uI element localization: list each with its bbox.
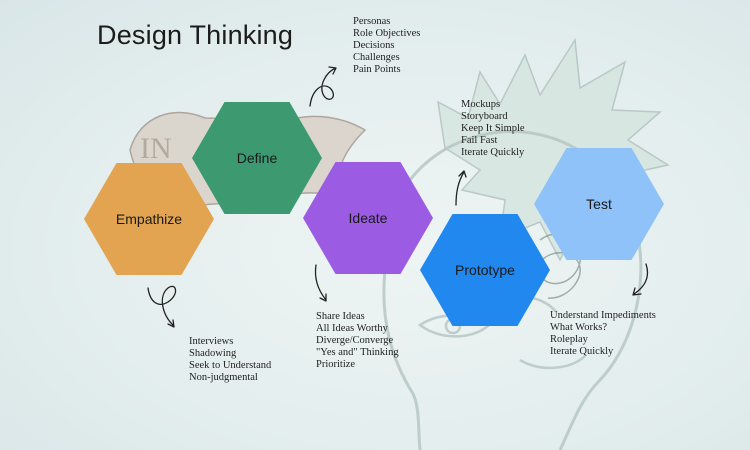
hexagon-label-test: Test: [586, 196, 612, 212]
note-item: Iterate Quickly: [550, 346, 614, 357]
hexagon-label-ideate: Ideate: [348, 210, 388, 226]
note-item: What Works?: [550, 322, 607, 333]
note-item: Diverge/Converge: [316, 335, 394, 346]
arrow-empathize-icon: [147, 285, 177, 328]
note-item: Share Ideas: [316, 311, 365, 322]
arrow-prototype-icon: [455, 170, 467, 206]
note-item: Personas: [353, 16, 391, 27]
notes-empathize: Interviews Shadowing Seek to Understand …: [189, 336, 271, 384]
notes-ideate: Share Ideas All Ideas Worthy Diverge/Con…: [316, 311, 399, 371]
note-item: "Yes and" Thinking: [316, 347, 399, 358]
note-item: Fail Fast: [461, 135, 498, 146]
scroll-banner-text: IN: [140, 132, 172, 165]
note-item: Roleplay: [550, 334, 588, 345]
note-item: Iterate Quickly: [461, 147, 525, 158]
note-item: Understand Impediments: [550, 310, 656, 321]
notes-define: Personas Role Objectives Decisions Chall…: [353, 16, 420, 76]
note-item: Prioritize: [316, 359, 356, 370]
arrow-define-icon: [309, 66, 337, 107]
arrow-ideate-icon: [314, 264, 327, 302]
note-item: Pain Points: [353, 64, 401, 75]
hexagon-test: Test: [534, 148, 664, 260]
notes-prototype: Mockups Storyboard Keep It Simple Fail F…: [461, 99, 525, 159]
hexagon-label-empathize: Empathize: [115, 211, 183, 227]
page-title: Design Thinking: [97, 20, 294, 50]
note-item: Decisions: [353, 40, 395, 51]
arrow-test-icon: [632, 263, 649, 296]
hexagon-label-define: Define: [236, 150, 278, 166]
note-item: Shadowing: [189, 348, 237, 359]
note-item: Mockups: [461, 99, 501, 110]
note-item: Seek to Understand: [189, 360, 272, 371]
note-item: Keep It Simple: [461, 123, 525, 134]
note-item: Interviews: [189, 336, 234, 347]
hexagon-label-prototype: Prototype: [455, 262, 515, 278]
note-item: Role Objectives: [353, 28, 421, 39]
note-item: All Ideas Worthy: [316, 323, 388, 334]
note-item: Storyboard: [461, 111, 508, 122]
note-item: Non-judgmental: [189, 372, 258, 383]
notes-test: Understand Impediments What Works? Rolep…: [550, 310, 656, 358]
note-item: Challenges: [353, 52, 400, 63]
